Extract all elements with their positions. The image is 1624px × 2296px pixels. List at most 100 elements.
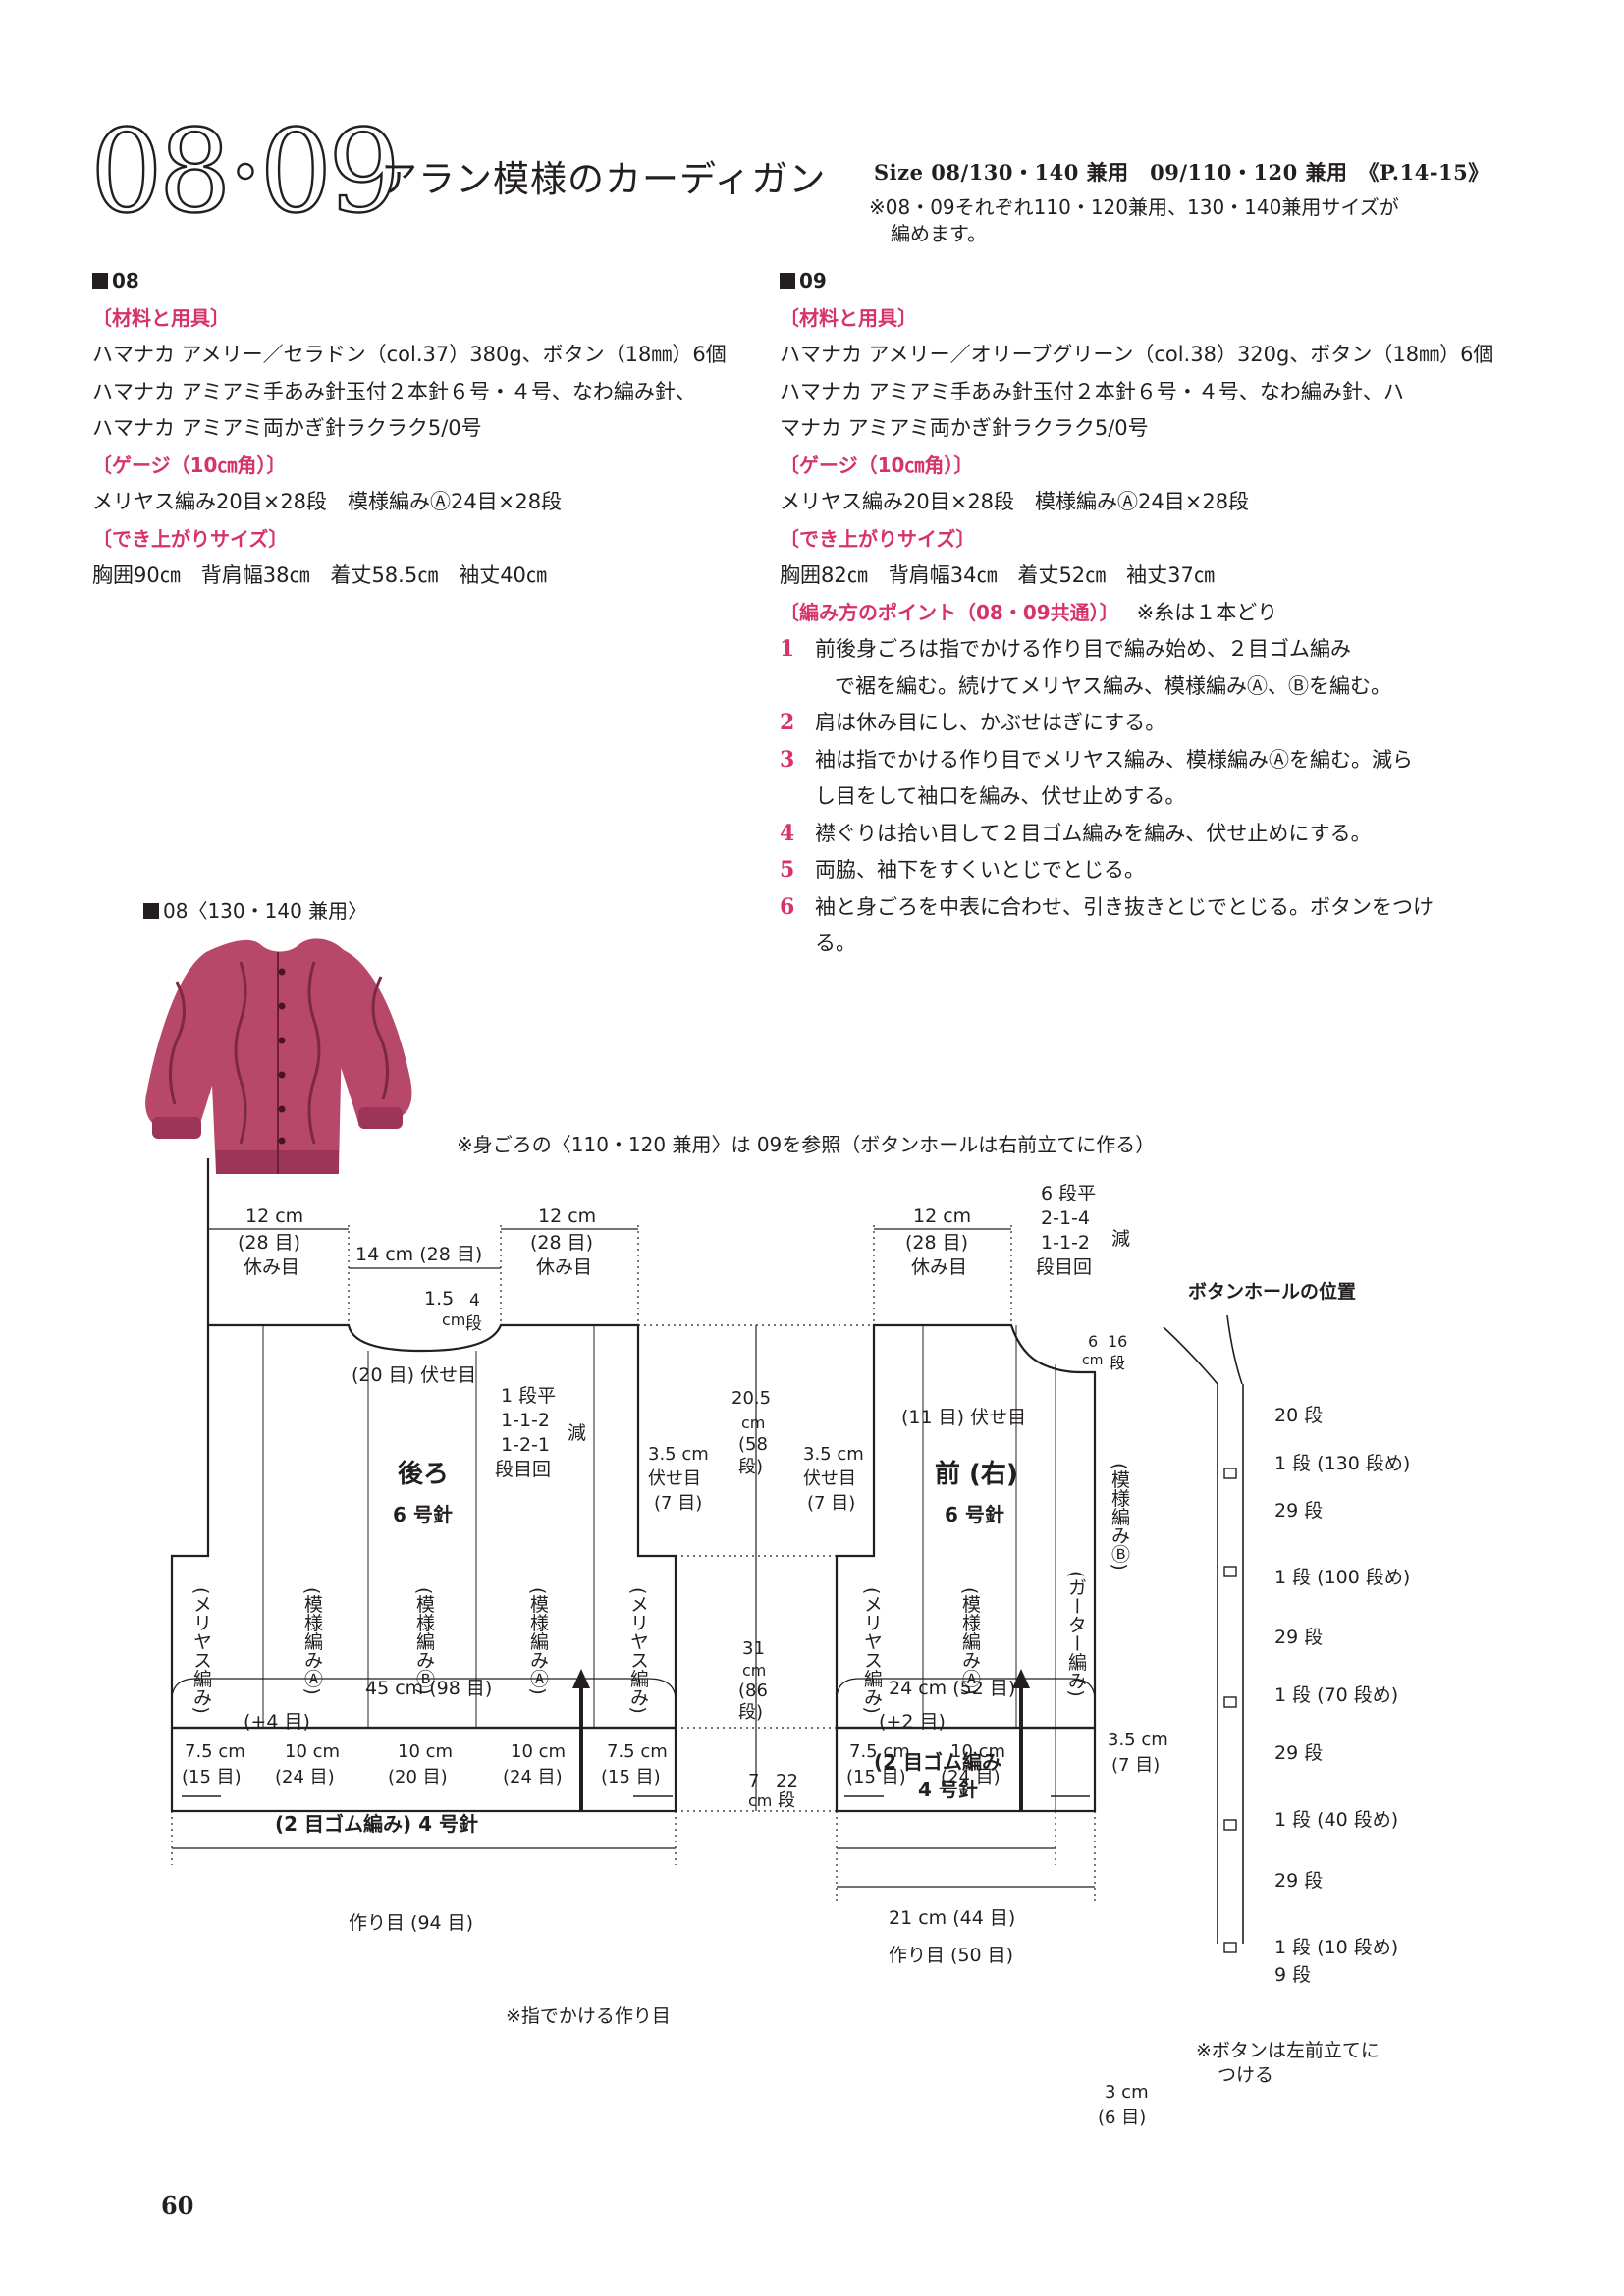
back-caston: 作り目 (94 目): [349, 1912, 473, 1934]
dimension-lines: [172, 1228, 1095, 1888]
column-08: 08 〔材料と用具〕 ハマナカ アメリー／セラドン（col.37）380g、ボタ…: [92, 263, 727, 595]
step-text-continued: で裾を編む。続けてメリヤス編み、模様編みⒶ、Ⓑを編む。: [835, 673, 1391, 698]
button-icon: [278, 1002, 286, 1010]
back-needle: 6 号針: [393, 1503, 453, 1526]
front-ribbing-2: 4 号針: [918, 1778, 978, 1801]
front-width: 24 cm (52 目): [889, 1678, 1015, 1699]
front-pattern-b: (模様編みⒷ): [1109, 1463, 1130, 1571]
back-neck-bindoff: (20 目) 伏せ目: [352, 1364, 476, 1386]
back-shoulder-sts-right: (28 目): [530, 1232, 593, 1254]
points-heading-row: 〔編み方のポイント（08・09共通）〕※糸は１本どり: [780, 600, 1278, 624]
materials-line: ハマナカ アメリー／オリーブグリーン（col.38）320g、ボタン（18㎜）6…: [780, 343, 1494, 366]
back-dec-label: 減: [568, 1422, 586, 1444]
back-sec2-sts: (24 目): [275, 1767, 335, 1788]
materials-line: ハマナカ アメリー／セラドン（col.37）380g、ボタン（18㎜）6個: [92, 343, 727, 366]
gauge-heading: 〔ゲージ（10㎝角）〕: [92, 453, 287, 477]
back-neck-rows-num: 4: [469, 1291, 480, 1310]
buttonhole-note-2: つける: [1218, 2064, 1273, 2086]
buttonhole-r4: 29 段: [1274, 1742, 1323, 1764]
body: [206, 938, 344, 1173]
back-shoulder-sts: (28 目): [238, 1232, 300, 1254]
buttonhole-b3: 1 段 (70 段め): [1274, 1684, 1398, 1706]
photo-caption: 08〈130・140 兼用〉: [143, 895, 367, 924]
buttonhole-note-1: ※ボタンは左前立てに: [1196, 2040, 1380, 2061]
buttonhole-mark: [1223, 1696, 1237, 1708]
front-shoulder-cm: 12 cm: [913, 1205, 971, 1227]
materials-line: ハマナカ アミアミ手あみ針玉付２本針６号・４号、なわ編み針、ハ: [780, 379, 1404, 403]
step-number: 1: [780, 636, 795, 662]
front-column-lines: [922, 1325, 1056, 1811]
body-unit: cm: [742, 1661, 766, 1680]
back-stockinette-right: (メリヤス編み): [627, 1587, 649, 1714]
back-body-outline: [170, 1323, 677, 1730]
back-ribbing: (2 目ゴム編み) 4 号針: [275, 1812, 478, 1836]
page-number: 60: [161, 2191, 194, 2219]
step-number: 4: [780, 820, 795, 846]
back-dec-2: 1-1-2: [501, 1410, 550, 1431]
front-sec2-sts: (24 目): [941, 1767, 1001, 1788]
armhole-cm: 20.5: [731, 1388, 771, 1409]
front-width-bottom: 21 cm (44 目): [889, 1907, 1015, 1929]
back-shoulder-rest: 休み目: [244, 1256, 299, 1278]
size-note-line: ※08・09それぞれ110・120兼用、130・140兼用サイズが: [869, 195, 1399, 219]
front-dec-2: 2-1-4: [1041, 1207, 1090, 1229]
front-armhole-bind-cm: 3.5 cm: [803, 1444, 864, 1465]
buttonhole-r5: 29 段: [1274, 1870, 1323, 1892]
front-shoulder-rest: 休み目: [911, 1256, 967, 1278]
armhole-bind-label-back: 伏せ目: [648, 1468, 701, 1489]
materials-heading: 〔材料と用具〕: [780, 305, 917, 330]
back-pattern-a-left: (模様編みⒶ): [301, 1587, 323, 1695]
diagram-note: ※身ごろの〈110・120 兼用〉は 09を参照（ボタンホールは右前立てに作る）: [457, 1133, 1156, 1156]
back-sec3-sts: (20 目): [388, 1767, 448, 1788]
buttonhole-mark: [1223, 1468, 1237, 1479]
back-ribbing-outline: [170, 1726, 677, 1813]
step-text: 前後身ごろは指でかける作り目で編み始め、２目ゴム編み: [815, 637, 1351, 661]
front-armhole-bind-sts: (7 目): [807, 1493, 855, 1514]
buttonhole-b2: 1 段 (100 段め): [1274, 1567, 1410, 1588]
front-dec-1: 6 段平: [1041, 1183, 1096, 1204]
gauge-text: メリヤス編み20目×28段 模様編みⒶ24目×28段: [92, 490, 563, 513]
button-band: [1163, 1314, 1244, 1953]
buttonhole-b1: 1 段 (130 段め): [1274, 1453, 1410, 1474]
buttonhole-r6: 9 段: [1274, 1964, 1311, 1986]
front-garter: (ガーター編み): [1065, 1571, 1087, 1697]
body-rows-unit: 段): [738, 1702, 763, 1723]
button-icon: [278, 1105, 286, 1113]
section-heading-09: 09: [780, 263, 1493, 300]
back-pattern-a-right: (模様編みⒶ): [527, 1587, 549, 1695]
body-cm: 31: [742, 1638, 765, 1659]
finished-size-text: 胸囲82㎝ 背肩幅34㎝ 着丈52㎝ 袖丈37㎝: [780, 563, 1215, 587]
front-sec1-sts: (15 目): [846, 1767, 906, 1788]
back-shoulder-cm: 12 cm: [245, 1205, 303, 1227]
width-braces: [171, 1678, 1096, 1701]
back-pattern-b: (模様編みⒷ): [413, 1587, 435, 1695]
back-sec2-cm: 10 cm: [285, 1741, 340, 1762]
front-neck-rows: 16: [1108, 1332, 1127, 1351]
materials-line: ハマナカ アミアミ両かぎ針ラクラク5/0号: [92, 416, 482, 440]
rib-unit: cm: [748, 1791, 772, 1810]
materials-line: マナカ アミアミ両かぎ針ラクラク5/0号: [780, 416, 1149, 440]
front-shoulder-sts: (28 目): [905, 1232, 968, 1254]
back-sec4-cm: 10 cm: [511, 1741, 566, 1762]
size-note-line: 編めます。: [891, 222, 987, 245]
back-shoulder-rest-right: 休み目: [536, 1256, 592, 1278]
finished-size-heading: 〔でき上がりサイズ〕: [780, 526, 976, 551]
buttonhole-title: ボタンホールの位置: [1188, 1280, 1356, 1303]
front-stockinette: (メリヤス編み): [861, 1587, 883, 1714]
front-caston: 作り目 (50 目): [889, 1945, 1013, 1966]
armhole-bind-sts-back: (7 目): [654, 1493, 702, 1514]
rib-rows: 22: [776, 1771, 798, 1791]
step-number: 5: [780, 857, 795, 882]
front-band-bottom-cm: 3 cm: [1105, 2082, 1149, 2103]
finished-size-heading: 〔でき上がりサイズ〕: [92, 526, 289, 551]
front-body-outline: [835, 1323, 1097, 1730]
front-pattern-a: (模様編みⒶ): [959, 1587, 981, 1695]
back-stockinette-left: (メリヤス編み): [190, 1587, 212, 1714]
gauge-text: メリヤス編み20目×28段 模様編みⒶ24目×28段: [780, 490, 1250, 513]
back-sec3-cm: 10 cm: [398, 1741, 453, 1762]
front-sec2-cm: 10 cm: [950, 1741, 1005, 1762]
materials-line: ハマナカ アミアミ手あみ針玉付２本針６号・４号、なわ編み針、: [92, 379, 696, 403]
front-neck-rows-unit: 段: [1110, 1354, 1125, 1372]
